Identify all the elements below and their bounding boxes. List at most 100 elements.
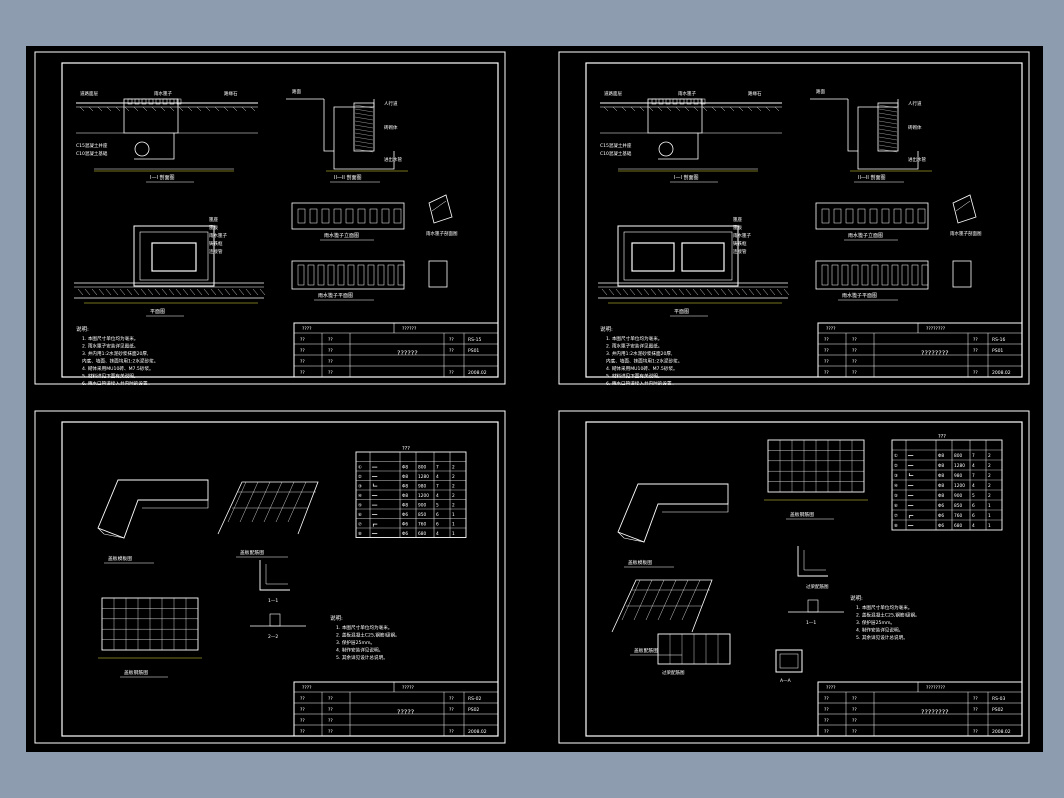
hatch xyxy=(675,106,681,112)
table-cell-no: ① xyxy=(894,453,898,459)
cad-model-canvas[interactable]: ??????????????????????????????????RS-15?… xyxy=(26,46,1043,752)
title-block-row-value: ?? xyxy=(328,718,333,724)
hatch xyxy=(774,106,780,112)
table-cell-no: ⑤ xyxy=(358,502,362,508)
view-title-plan: 平面图 xyxy=(674,309,689,315)
section-1-1 xyxy=(259,560,290,591)
hatch xyxy=(232,106,238,112)
table-cell-n: 7 xyxy=(972,453,975,459)
rebar xyxy=(275,481,295,523)
grate-bar xyxy=(651,98,657,105)
table-cell-len: 850 xyxy=(418,512,426,518)
table-cell-w: 2 xyxy=(988,463,991,469)
grate-detail xyxy=(428,194,453,224)
title-block-row-value: ?? xyxy=(328,348,333,354)
hatch xyxy=(729,106,735,112)
grate-detail-line xyxy=(955,200,971,212)
view-title-slab-iso: 盖板模板图 xyxy=(628,559,652,566)
hatch xyxy=(685,288,692,296)
grate-slot xyxy=(333,208,342,224)
grate-plan-slot xyxy=(881,264,889,286)
table-cell-no: ⑥ xyxy=(894,503,898,509)
callout-sidewalk: 人行道 xyxy=(384,100,398,107)
grate-plan-slot xyxy=(921,264,929,286)
sheet-number: PS01 xyxy=(468,348,479,354)
hatch xyxy=(878,144,898,149)
table-title: ??? xyxy=(402,446,410,452)
table-cell-no: ③ xyxy=(894,473,898,479)
hatch xyxy=(189,288,196,296)
callout-link: 连接管 xyxy=(733,248,747,255)
table-cell-len: 1280 xyxy=(954,463,965,469)
table-cell-dia: Φ6 xyxy=(938,513,944,519)
table-cell-n: 4 xyxy=(436,493,439,499)
table-cell-shape: ┏━ xyxy=(372,522,378,527)
section-1-1-inner xyxy=(803,550,826,571)
grate-right xyxy=(681,242,725,272)
hatch xyxy=(259,288,266,296)
hatch xyxy=(601,288,608,296)
hatch xyxy=(115,106,121,112)
notes-title: 说明: xyxy=(330,614,343,622)
drawing-sheet-3[interactable]: ????????????????????????????????RS-02??P… xyxy=(34,410,506,744)
sheet-no-label: ?? xyxy=(973,707,978,713)
table-cell-n: 7 xyxy=(436,483,439,489)
view-title-section1: I—I 剖面图 xyxy=(674,174,699,181)
view-title-grate-detail: 雨水篦子剖面图 xyxy=(426,230,458,237)
table-cell-n: 6 xyxy=(436,521,439,527)
grate-slot xyxy=(309,208,318,224)
view-title-slab-iso: 盖板模板图 xyxy=(108,555,132,562)
hatch xyxy=(217,288,224,296)
table-cell-w: 1 xyxy=(988,513,991,519)
view-title-1-1: 过梁配筋图 xyxy=(806,583,829,590)
hatch xyxy=(160,106,166,112)
title-block-design-label: ???? xyxy=(826,326,836,332)
hatch xyxy=(245,288,252,296)
hatch xyxy=(612,106,618,112)
rebar-table xyxy=(355,451,467,538)
grate-slot xyxy=(857,208,866,224)
sheet-number: PS02 xyxy=(992,707,1003,713)
notes-title: 说明: xyxy=(76,325,89,333)
drawing-no-label: ?? xyxy=(449,696,454,702)
base xyxy=(857,151,919,170)
table-cell-no: ⑦ xyxy=(358,521,362,527)
section-a-a xyxy=(775,649,803,673)
sheet-title: ???????? xyxy=(921,349,949,357)
foundation xyxy=(658,133,699,160)
hatch xyxy=(720,106,726,112)
hatch xyxy=(354,116,374,121)
hatch xyxy=(636,288,643,296)
table-cell-len: 1200 xyxy=(418,493,429,499)
hatch xyxy=(878,140,898,145)
drawing-sheet-1[interactable]: ??????????????????????????????????RS-15?… xyxy=(34,51,506,385)
drawing-number: RS-15 xyxy=(468,337,481,343)
hatch xyxy=(878,128,898,133)
hatch xyxy=(878,148,898,153)
view-title-beam: 过梁配筋图 xyxy=(662,669,685,676)
grate-plan-slot xyxy=(891,264,899,286)
sheet-no-label: ?? xyxy=(973,348,978,354)
title-block xyxy=(817,681,1023,737)
callout-plate: 篦板 xyxy=(209,224,218,231)
note-line: 2. 盖板混凝土C25,钢筋Ⅰ级钢。 xyxy=(336,632,400,639)
table-cell-n: 6 xyxy=(436,512,439,518)
grate-bar xyxy=(134,98,140,105)
drawing-frame xyxy=(61,421,499,737)
note-line: 5. 其余详见设计总说明。 xyxy=(856,634,908,641)
table-cell-n: 4 xyxy=(972,463,975,469)
drawing-sheet-2[interactable]: ??????????????????????????????????????RS… xyxy=(558,51,1030,385)
drawing-sheet-4[interactable]: ??????????????????????????????????????RS… xyxy=(558,410,1030,744)
view-title-grate-plan: 雨水篦子平面图 xyxy=(318,292,353,299)
plan-inner xyxy=(139,231,209,281)
wall-hatched xyxy=(353,102,375,152)
grate-detail xyxy=(952,194,977,224)
hatch xyxy=(79,106,85,112)
hatch xyxy=(105,288,112,296)
section-a-a-inner xyxy=(779,653,799,669)
rebar xyxy=(657,579,677,621)
table-cell-dia: Φ6 xyxy=(938,503,944,509)
hatch xyxy=(161,288,168,296)
hatch xyxy=(154,288,161,296)
date-label: ?? xyxy=(973,370,978,376)
